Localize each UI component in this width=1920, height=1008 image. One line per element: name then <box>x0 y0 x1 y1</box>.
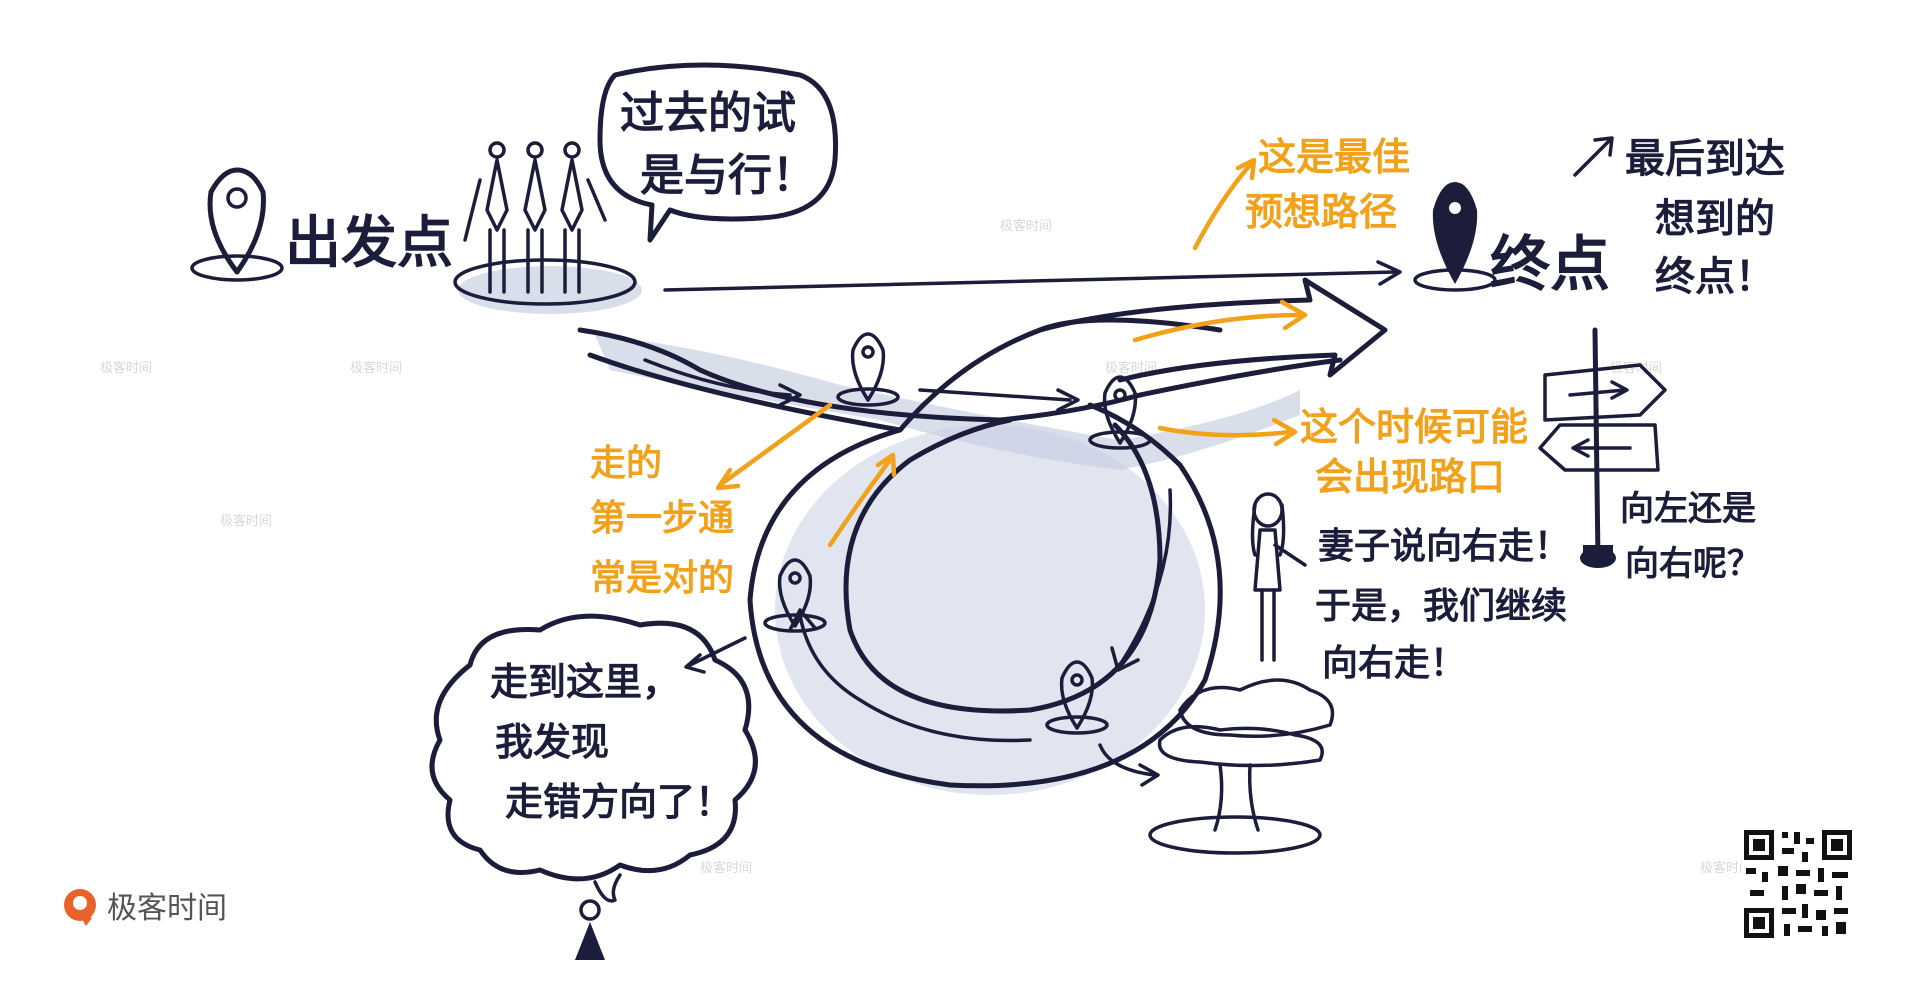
location-pin-icon <box>1045 660 1109 735</box>
location-pin-icon <box>190 167 284 282</box>
sign-note: 向左还是 向右呢？ <box>1620 489 1761 584</box>
first-step-line3: 常是对的 <box>590 558 734 599</box>
road <box>577 277 1388 795</box>
first-step-note: 走的 第一步通 常是对的 <box>590 443 734 599</box>
best-path-line2: 预想路径 <box>1245 190 1397 234</box>
wrong-line2: 我发现 <box>495 720 609 764</box>
watermark-3: 极客时间 <box>1105 360 1157 375</box>
final-line1: 最后到达 <box>1625 136 1785 182</box>
watermark-1: 极客时间 <box>100 360 152 375</box>
sign-line2: 向右呢？ <box>1625 544 1761 584</box>
brand-name: 极客时间 <box>107 892 227 925</box>
team-speech-bubble: 过去的试 是与行！ <box>597 62 839 243</box>
wife-figure <box>1250 492 1307 662</box>
watermark-7: 极客时间 <box>1700 860 1752 875</box>
location-pins <box>190 167 1497 735</box>
first-step-line1: 走的 <box>590 443 662 484</box>
location-pin-icon <box>1088 375 1152 450</box>
team-speech-line2: 是与行！ <box>640 150 816 201</box>
tree-icon <box>1148 678 1335 855</box>
wife-line2: 于是，我们继续 <box>1315 586 1567 627</box>
watermark-4: 极客时间 <box>1610 360 1662 375</box>
wrong-direction-cloud: 走到这里， 我发现 走错方向了！ <box>429 613 758 903</box>
watermark-6: 极客时间 <box>700 860 752 875</box>
team-figures <box>453 141 642 314</box>
best-path-note: 这是最佳 预想路径 <box>1245 135 1410 234</box>
location-pin-icon <box>1413 182 1497 292</box>
watermark-2: 极客时间 <box>350 360 402 375</box>
watermarks: 极客时间 极客时间 极客时间 极客时间 极客时间 极客时间 极客时间 极客时间 <box>100 218 1752 875</box>
signpost-icon <box>1538 327 1667 568</box>
watermark-5: 极客时间 <box>220 513 272 528</box>
sign-line1: 向左还是 <box>1620 489 1756 529</box>
first-step-line2: 第一步通 <box>590 498 734 539</box>
location-pin-icon <box>836 332 900 407</box>
orange-arrows <box>715 157 1308 548</box>
fork-line2: 会出现路口 <box>1315 455 1505 499</box>
road-arrows <box>643 260 1402 787</box>
final-line2: 想到的 <box>1655 196 1775 242</box>
location-pin-icon <box>763 558 827 633</box>
wrong-line3: 走错方向了！ <box>505 780 733 824</box>
best-path-line1: 这是最佳 <box>1258 135 1410 179</box>
fork-note: 这个时候可能 会出现路口 <box>1300 405 1528 499</box>
watermark-8: 极客时间 <box>1000 218 1052 233</box>
final-note: 最后到达 想到的 终点！ <box>1573 136 1785 300</box>
team-speech-line1: 过去的试 <box>620 88 796 139</box>
wife-line1: 妻子说向右走！ <box>1318 526 1570 567</box>
thinking-person <box>575 899 605 960</box>
final-line3: 终点！ <box>1655 254 1775 300</box>
qr-code-icon <box>1742 828 1854 940</box>
fork-line1: 这个时候可能 <box>1300 405 1528 449</box>
brand-logo-icon <box>64 889 96 926</box>
wrong-line1: 走到这里， <box>490 660 680 704</box>
wife-note: 妻子说向右走！ 于是，我们继续 向右走！ <box>1315 526 1570 684</box>
end-label: 终点 <box>1490 230 1610 300</box>
brand-logo: 极客时间 <box>64 889 227 926</box>
wife-line3: 向右走！ <box>1322 643 1466 684</box>
start-label: 出发点 <box>285 211 453 276</box>
